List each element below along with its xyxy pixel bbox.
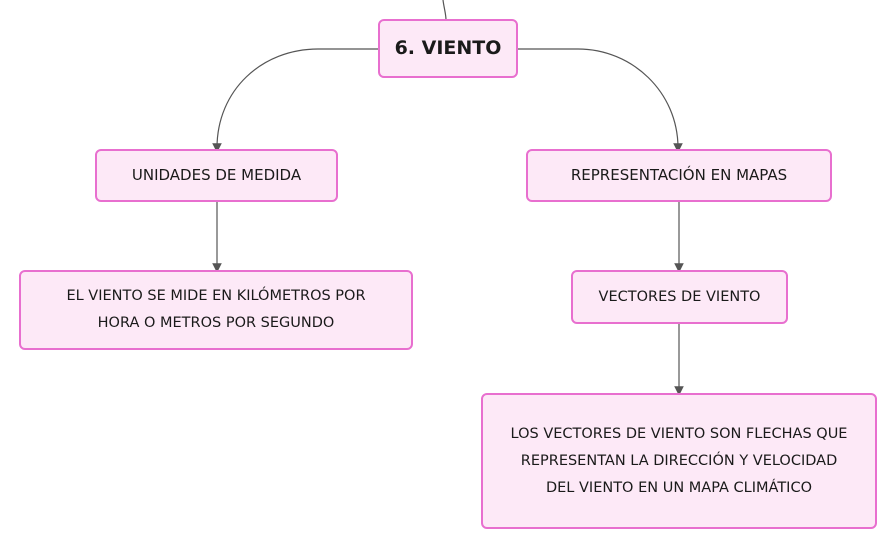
vectors-detail-node[interactable]: LOS VECTORES DE VIENTO SON FLECHAS QUE R…	[481, 393, 877, 529]
units-label: UNIDADES DE MEDIDA	[131, 166, 302, 184]
vectors-label: VECTORES DE VIENTO	[598, 288, 761, 305]
maps-label: REPRESENTACIÓN EN MAPAS	[570, 166, 788, 184]
vectors-node[interactable]: VECTORES DE VIENTO	[571, 270, 788, 324]
edge-main-to-right	[517, 48, 683, 153]
maps-node[interactable]: REPRESENTACIÓN EN MAPAS	[526, 149, 832, 202]
edge-main-to-left	[212, 48, 378, 153]
units-detail-text: EL VIENTO SE MIDE EN KILÓMETROS POR HORA…	[66, 288, 366, 331]
units-detail-node[interactable]: EL VIENTO SE MIDE EN KILÓMETROS POR HORA…	[19, 270, 413, 350]
main-topic-node[interactable]: 6. VIENTO	[378, 19, 518, 78]
vectors-detail-text: LOS VECTORES DE VIENTO SON FLECHAS QUE R…	[510, 425, 848, 496]
edge-incoming	[442, 0, 447, 21]
main-topic-label: 6. VIENTO	[394, 37, 502, 59]
units-node[interactable]: UNIDADES DE MEDIDA	[95, 149, 338, 202]
